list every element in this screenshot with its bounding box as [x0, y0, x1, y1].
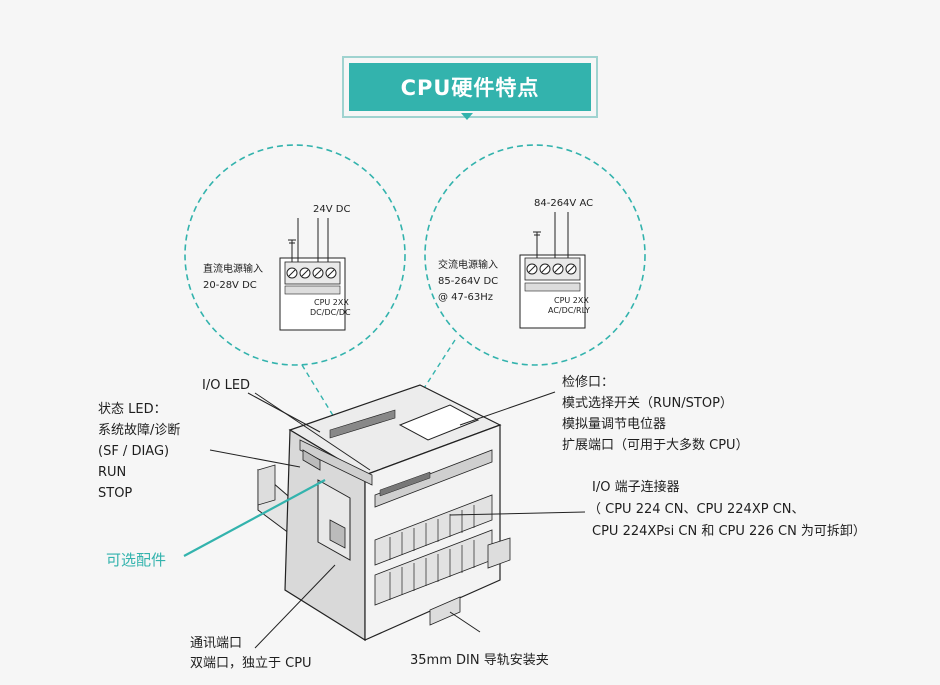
ac-terminal-type: AC/DC/RLY — [548, 306, 590, 315]
status-led-line: 系统故障/诊断 — [98, 423, 181, 438]
maintenance-line: 检修口： — [562, 375, 615, 390]
status-led-line: (SF / DIAG) — [98, 444, 170, 459]
ac-callout-circle — [424, 144, 646, 366]
maintenance-line: 模式选择开关（RUN/STOP） — [562, 396, 733, 411]
ac-terminal-model: CPU 2XX — [554, 296, 589, 305]
optional-accessory-pointer — [183, 479, 326, 557]
dc-terminal-model: CPU 2XX — [314, 298, 349, 307]
ac-range-label: 85-264V DC — [438, 276, 499, 287]
ac-callout-connector — [409, 339, 456, 411]
dc-input-label: 直流电源输入 — [203, 264, 263, 275]
status-led-line: 状态 LED： — [98, 402, 167, 417]
title-banner: CPU硬件特点 — [349, 63, 591, 111]
io-connector-line: （ CPU 224 CN、CPU 224XP CN、 — [588, 502, 805, 517]
page-title: CPU硬件特点 — [400, 76, 540, 100]
maintenance-line: 模拟量调节电位器 — [562, 417, 667, 432]
maintenance-line: 扩展端口（可用于大多数 CPU） — [562, 438, 749, 453]
title-arrow-icon — [461, 113, 473, 120]
optional-accessory-label: 可选配件 — [106, 551, 167, 569]
dc-callout-connector — [301, 364, 346, 436]
io-led-label: I/O LED — [202, 378, 251, 393]
ac-terminal-block — [519, 212, 586, 329]
dc-callout-circle — [184, 144, 406, 366]
status-led-line: STOP — [98, 486, 133, 501]
plc-device — [257, 384, 511, 642]
ac-voltage-label: 84-264V AC — [534, 198, 594, 209]
io-connector-line: CPU 224XPsi CN 和 CPU 226 CN 为可拆卸） — [592, 524, 866, 539]
dc-terminal-block — [279, 218, 346, 331]
ac-frequency-label: @ 47-63Hz — [438, 292, 494, 303]
ac-input-label: 交流电源输入 — [438, 260, 498, 271]
status-led-line: RUN — [98, 465, 127, 480]
dc-terminal-type: DC/DC/DC — [310, 308, 351, 317]
dc-voltage-label: 24V DC — [313, 204, 351, 215]
comm-port-line: 通讯端口 — [190, 636, 243, 651]
comm-port-line: 双端口，独立于 CPU — [190, 656, 312, 671]
dc-range-label: 20-28V DC — [203, 280, 257, 291]
din-rail-label: 35mm DIN 导轨安装夹 — [410, 653, 549, 668]
io-connector-line: I/O 端子连接器 — [592, 480, 680, 495]
